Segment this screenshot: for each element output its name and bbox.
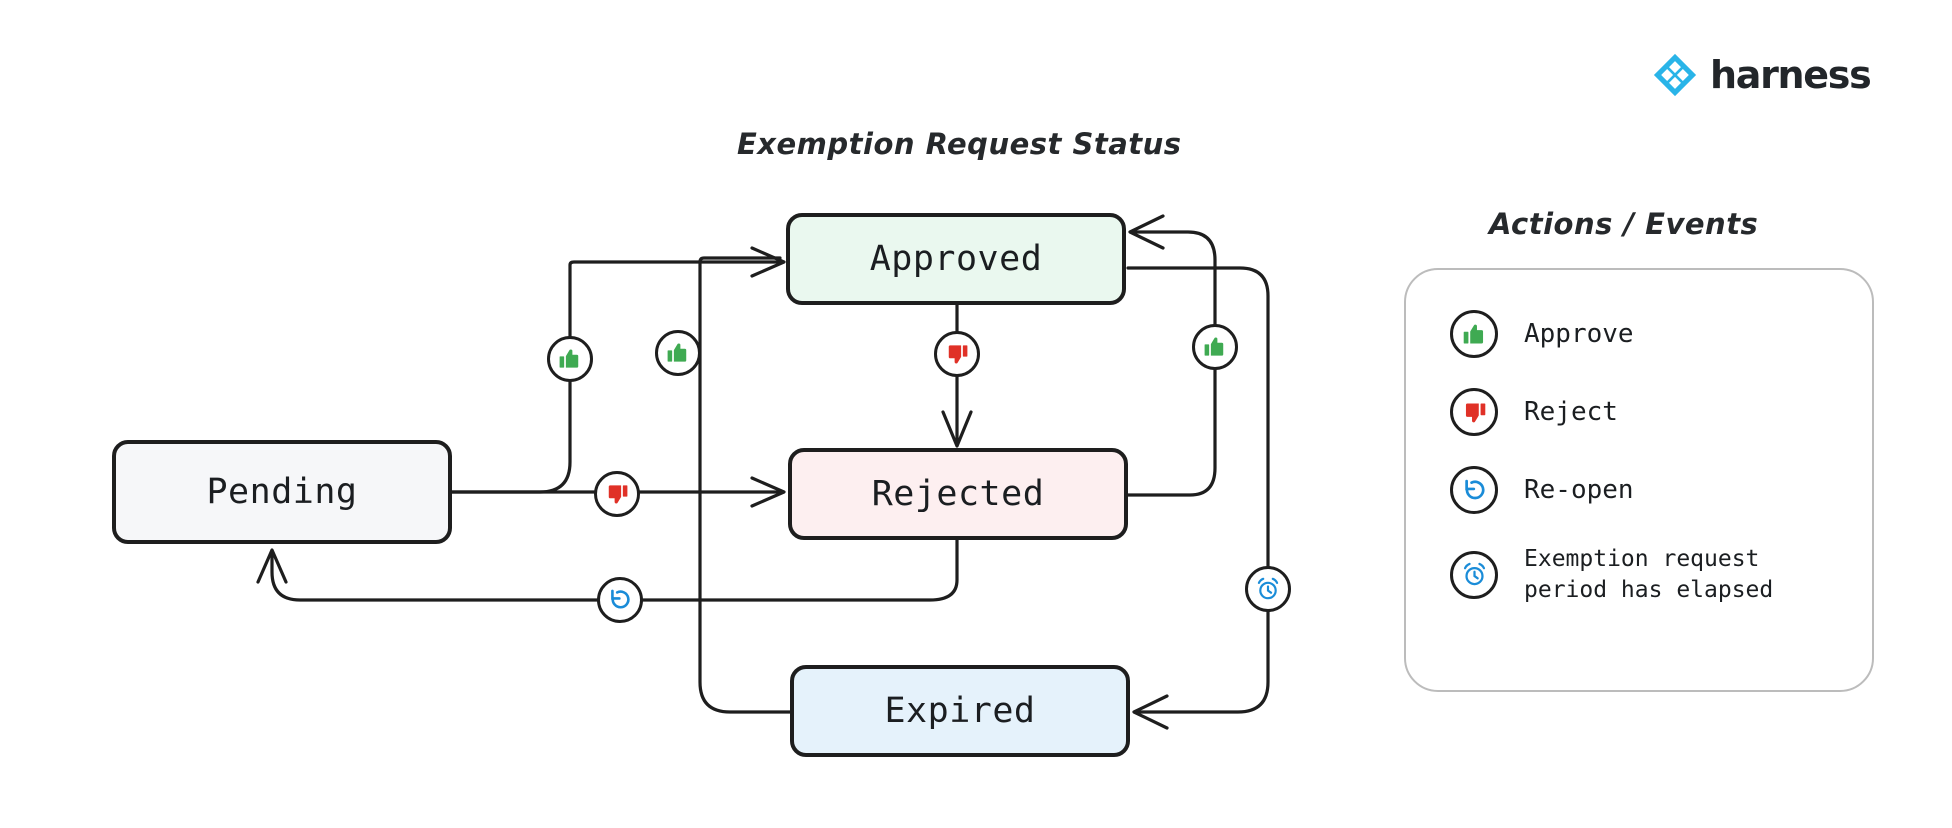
edge-approved-to-expired [1126, 266, 1270, 714]
legend-item-elapsed: Exemption request period has elapsed [1450, 544, 1880, 605]
thumbs-down-icon [948, 345, 968, 364]
edge-badge-approve-expired-approved [655, 330, 701, 376]
brand-name: harness [1710, 53, 1872, 97]
edge-badge-elapsed-approved-expired [1245, 566, 1291, 612]
state-node-approved[interactable]: Approved [786, 213, 1126, 305]
legend-badge-reopen [1450, 466, 1498, 514]
state-label-pending: Pending [206, 472, 358, 512]
thumbs-down-icon [608, 485, 628, 504]
arrowhead-pending-to-approved [750, 246, 786, 278]
edge-badge-approve-pending-approved [547, 336, 593, 382]
edge-badge-reject-pending-rejected [594, 471, 640, 517]
legend-items: Approve Reject [1450, 310, 1880, 605]
legend-label-reject: Reject [1524, 396, 1618, 427]
alarm-clock-icon [1257, 577, 1279, 600]
thumbs-up-icon [1204, 337, 1224, 356]
legend-badge-elapsed [1450, 550, 1498, 599]
arrowhead-approved-to-rejected [941, 410, 973, 448]
thumbs-up-icon [559, 349, 579, 368]
legend-label-reopen: Re-open [1524, 474, 1634, 505]
arrowhead-rejected-to-approved [1128, 214, 1165, 250]
diagram-title: Exemption Request Status [737, 127, 1182, 161]
legend-item-approve: Approve [1450, 310, 1880, 358]
arrowhead-pending-to-rejected [750, 476, 786, 508]
re-open-icon [611, 589, 630, 609]
edge-pending-to-approved [450, 260, 782, 494]
legend-badge-reject [1450, 388, 1498, 436]
edge-expired-to-approved [698, 256, 792, 714]
edge-badge-reopen-rejected-pending [597, 577, 643, 623]
re-open-icon [1464, 479, 1485, 499]
thumbs-up-icon [1463, 324, 1483, 343]
legend-label-approve: Approve [1524, 318, 1634, 349]
legend-badge-approve [1450, 310, 1498, 358]
arrowhead-rejected-to-pending [256, 548, 288, 584]
thumbs-down-icon [1465, 403, 1485, 422]
legend-item-reject: Reject [1450, 388, 1880, 436]
alarm-clock-icon [1463, 562, 1485, 586]
harness-diamond-logo-icon [1653, 53, 1697, 97]
state-node-pending[interactable]: Pending [112, 440, 452, 544]
state-label-approved: Approved [869, 239, 1043, 279]
legend-label-elapsed: Exemption request period has elapsed [1524, 546, 1774, 603]
state-node-expired[interactable]: Expired [790, 665, 1130, 757]
state-node-rejected[interactable]: Rejected [788, 448, 1128, 540]
state-label-rejected: Rejected [871, 474, 1045, 514]
arrowhead-approved-to-expired [1132, 694, 1169, 730]
legend-item-reopen: Re-open [1450, 466, 1880, 514]
thumbs-up-icon [667, 343, 687, 362]
edge-badge-approve-rejected-approved [1192, 324, 1238, 370]
state-label-expired: Expired [884, 691, 1036, 731]
edge-badge-reject-approved-rejected [934, 331, 980, 377]
legend-title: Actions / Events [1489, 207, 1759, 241]
harness-logo: harness [1652, 52, 1872, 98]
